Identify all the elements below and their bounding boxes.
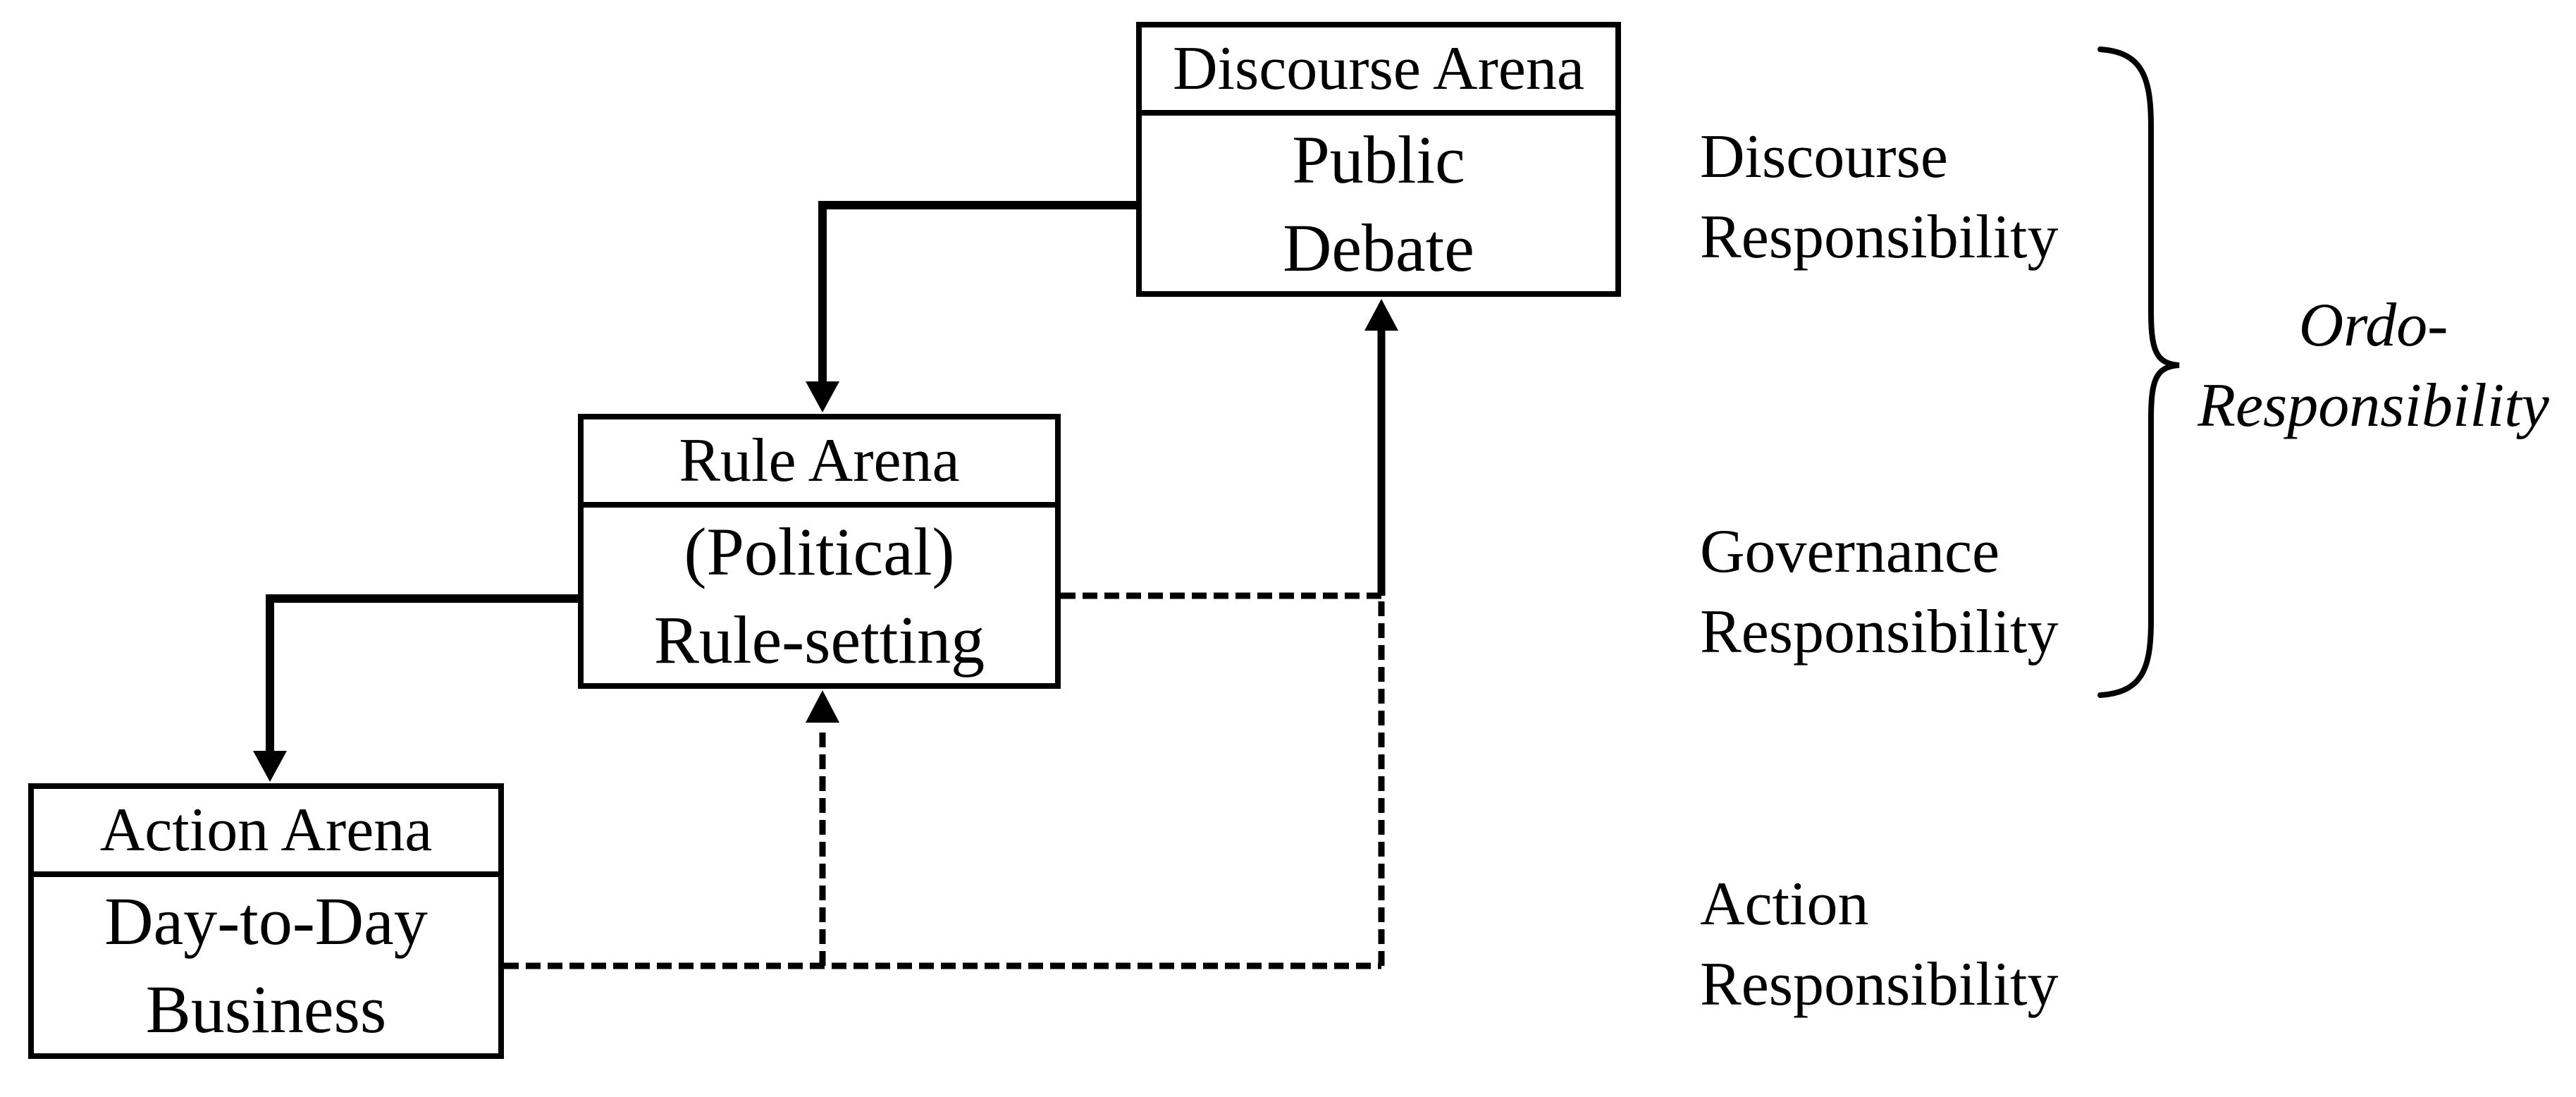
rule-arena-body-line1: (Political)	[684, 514, 955, 589]
rule-arena-body-line2: Rule-setting	[653, 602, 985, 678]
arrow-rule-to-action	[253, 594, 578, 782]
discourse-responsibility-label: Discourse Responsibility	[1700, 117, 2059, 278]
action-responsibility-line2: Responsibility	[1700, 950, 2059, 1019]
ordo-responsibility-line2: Responsibility	[2198, 372, 2549, 440]
discourse-arena-body: Public Debate	[1142, 116, 1615, 292]
dashed-action-feedback-line	[504, 596, 1385, 969]
discourse-arena-body-line1: Public	[1292, 122, 1465, 197]
ordo-responsibility-line1: Ordo-	[2298, 291, 2448, 360]
action-arena-title: Action Arena	[34, 789, 498, 877]
ordo-responsibility-label: Ordo- Responsibility	[2171, 286, 2576, 446]
rule-arena-body: (Political) Rule-setting	[584, 508, 1055, 684]
action-arena-body-line1: Day-to-Day	[104, 883, 428, 959]
governance-responsibility-line1: Governance	[1700, 517, 2000, 586]
discourse-responsibility-line1: Discourse	[1700, 123, 1948, 191]
discourse-arena-title: Discourse Arena	[1142, 27, 1615, 116]
rule-arena-title: Rule Arena	[584, 419, 1055, 508]
rule-arena-box: Rule Arena (Political) Rule-setting	[578, 414, 1061, 689]
action-arena-box: Action Arena Day-to-Day Business	[28, 783, 504, 1059]
arrow-discourse-to-rule	[806, 201, 1136, 412]
discourse-arena-box: Discourse Arena Public Debate	[1136, 22, 1621, 297]
governance-responsibility-label: Governance Responsibility	[1700, 512, 2059, 673]
action-arena-body-line2: Business	[145, 972, 387, 1047]
ordo-brace	[2097, 47, 2180, 698]
action-arena-body: Day-to-Day Business	[34, 877, 498, 1053]
discourse-arena-body-line2: Debate	[1283, 210, 1474, 286]
dashed-arrow-up-to-rule	[806, 690, 839, 966]
discourse-responsibility-line2: Responsibility	[1700, 203, 2059, 271]
action-responsibility-label: Action Responsibility	[1700, 864, 2059, 1025]
action-responsibility-line1: Action	[1700, 870, 1869, 938]
arrow-up-to-discourse	[1364, 299, 1398, 596]
governance-responsibility-line2: Responsibility	[1700, 598, 2059, 666]
